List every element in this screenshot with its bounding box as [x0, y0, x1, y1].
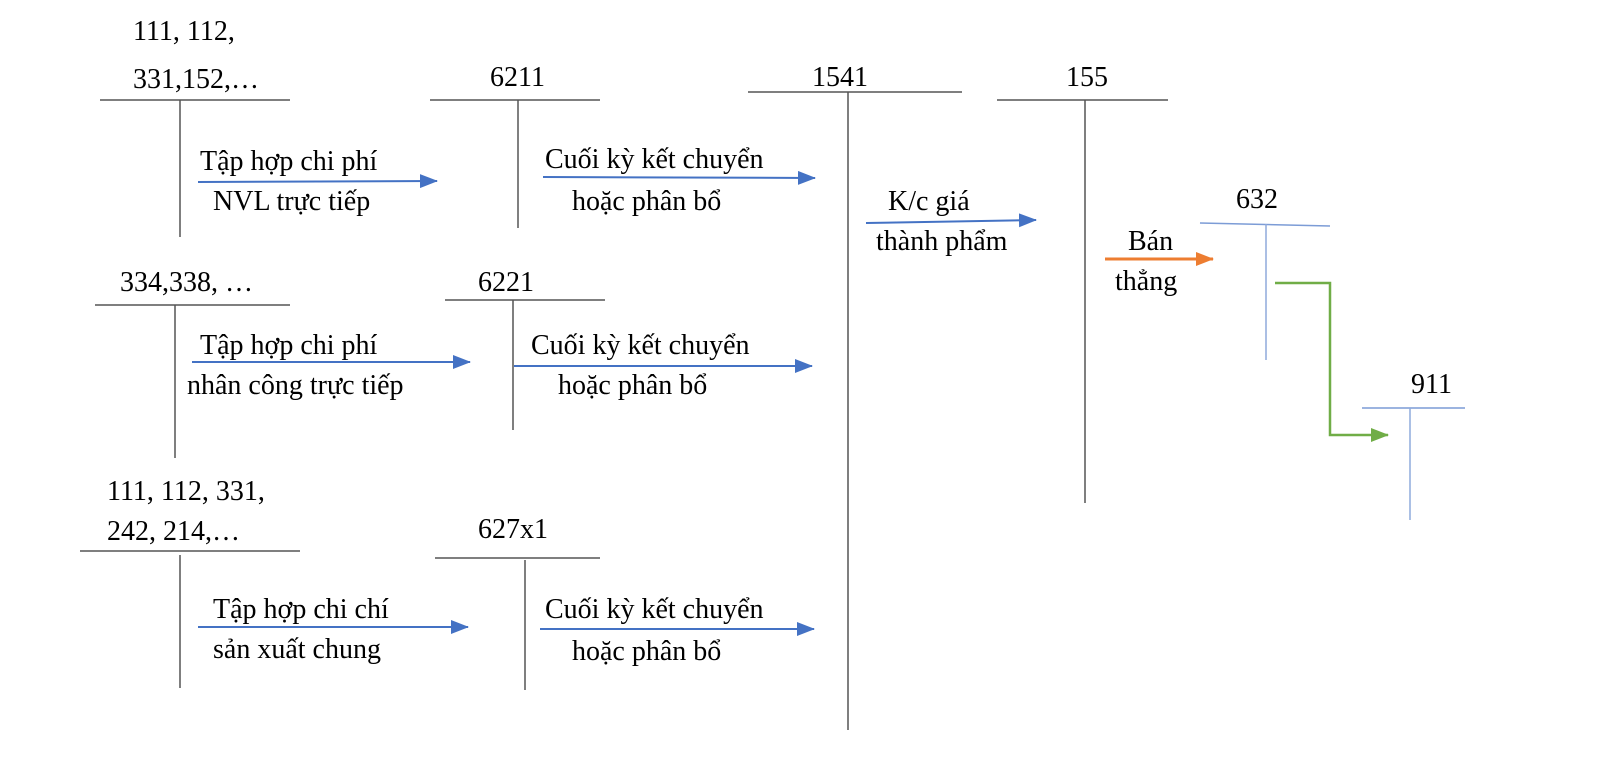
t-account-6221	[445, 299, 605, 430]
t-account-632	[1199, 222, 1331, 360]
flow-label: hoặc phân bổ	[558, 370, 708, 401]
flow-label: Cuối kỳ kết chuyển	[531, 330, 750, 361]
t-account-155	[997, 99, 1168, 503]
flow-label: nhân công trực tiếp	[187, 370, 404, 401]
account-label: 111, 112,	[133, 16, 235, 47]
flow-label: sản xuất chung	[213, 634, 381, 665]
flow-label: Cuối kỳ kết chuyển	[545, 594, 764, 625]
arrow-nvl	[197, 174, 438, 189]
account-label-632: 632	[1236, 184, 1278, 215]
flow-label: NVL trực tiếp	[213, 186, 371, 217]
flow-label: hoặc phân bổ	[572, 186, 722, 217]
arrow-kc-thanh-pham	[865, 213, 1037, 228]
account-label: 111, 112, 331,	[107, 476, 265, 507]
account-label-155: 155	[1066, 62, 1108, 93]
arrow-632-to-911	[1275, 281, 1389, 442]
flow-label: thẳng	[1115, 266, 1178, 297]
flow-label: hoặc phân bổ	[572, 636, 722, 667]
flow-label: Tập hợp chi phí	[200, 146, 378, 177]
account-label: 331,152,…	[133, 64, 259, 95]
arrow-kc-6211	[542, 170, 816, 185]
account-label-6211: 6211	[490, 62, 545, 93]
account-label: 242, 214,…	[107, 516, 240, 547]
account-label-627x1: 627x1	[478, 514, 548, 545]
flow-label: K/c giá	[888, 186, 970, 217]
t-account-911	[1362, 407, 1465, 520]
t-account-111-112-331-152	[100, 99, 290, 237]
flow-label: Bán	[1128, 226, 1174, 257]
t-account-6211	[430, 99, 600, 228]
t-account-334-338	[95, 304, 290, 458]
flow-label: Tập hợp chi chí	[213, 594, 389, 625]
account-label-1541: 1541	[812, 62, 868, 93]
flow-label: Cuối kỳ kết chuyển	[545, 144, 764, 175]
account-label-911: 911	[1411, 369, 1452, 400]
t-account-111-112-331-242-214	[80, 550, 300, 688]
account-label-6221: 6221	[478, 267, 534, 298]
flow-label: thành phẩm	[876, 226, 1008, 257]
flow-label: Tập hợp chi phí	[200, 330, 378, 361]
t-account-1541	[748, 91, 962, 730]
t-account-627x1	[435, 557, 600, 690]
account-label-334: 334,338, …	[120, 267, 253, 298]
